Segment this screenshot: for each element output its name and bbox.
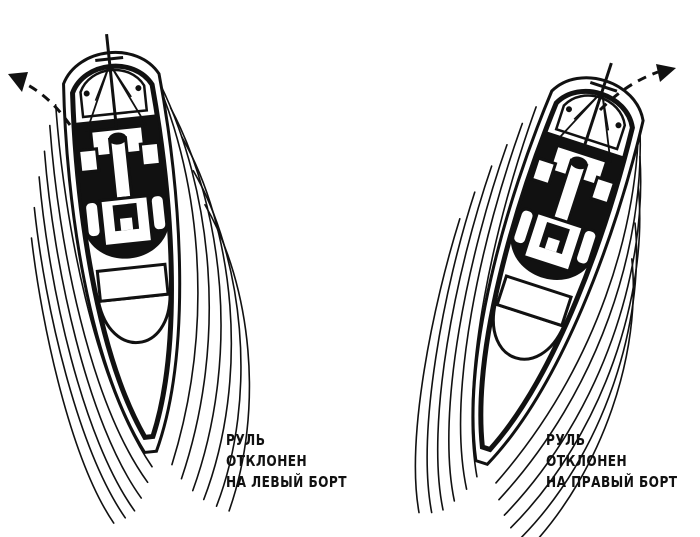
caption-right-line2: ОТКЛОНЕН [546,451,678,472]
caption-left-line3: НА ЛЕВЫЙ БОРТ [226,472,347,493]
arrowhead-left-icon [8,72,28,92]
caption-left-line2: ОТКЛОНЕН [226,451,347,472]
caption-right-line3: НА ПРАВЫЙ БОРТ [546,472,678,493]
caption-right: РУЛЬ ОТКЛОНЕН НА ПРАВЫЙ БОРТ [546,430,678,493]
arrowhead-right-icon [656,64,676,82]
caption-left: РУЛЬ ОТКЛОНЕН НА ЛЕВЫЙ БОРТ [226,430,347,493]
caption-right-line1: РУЛЬ [546,430,678,451]
caption-left-line1: РУЛЬ [226,430,347,451]
